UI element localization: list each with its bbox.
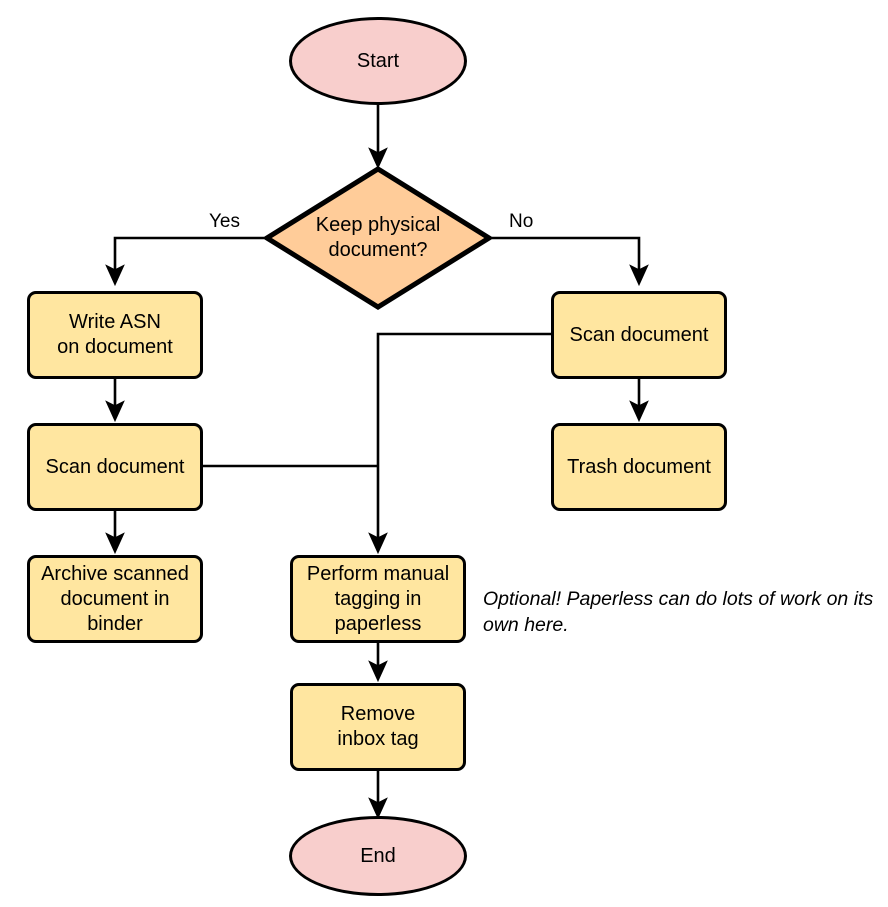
- node-remove-inbox-tag[interactable]: Remove inbox tag: [290, 683, 466, 771]
- node-perform-manual-tagging-label: Perform manual tagging in paperless: [306, 562, 450, 635]
- node-scan-document-left-label: Scan document: [45, 455, 185, 478]
- node-scan-document-right-label: Scan document: [569, 323, 709, 346]
- edge-label-yes: Yes: [209, 211, 240, 232]
- node-keep-physical-document[interactable]: Keep physical document?: [264, 166, 492, 310]
- node-remove-inbox-tag-label: Remove inbox tag: [337, 703, 419, 750]
- node-write-asn-label: Write ASN on document: [57, 311, 173, 358]
- node-archive-scanned-document[interactable]: Archive scanned document in binder: [27, 555, 203, 643]
- edge-scan-right-to-manual-tagging: [368, 332, 551, 555]
- node-end-label: End: [360, 844, 396, 867]
- node-scan-document-right[interactable]: Scan document: [551, 291, 727, 379]
- node-trash-document[interactable]: Trash document: [551, 423, 727, 511]
- annotation-optional-note: Optional! Paperless can do lots of work …: [483, 588, 874, 636]
- node-write-asn[interactable]: Write ASN on document: [27, 291, 203, 379]
- diamond-shape: [264, 166, 492, 310]
- node-perform-manual-tagging[interactable]: Perform manual tagging in paperless: [290, 555, 466, 643]
- node-archive-scanned-document-label: Archive scanned document in binder: [41, 562, 189, 635]
- node-keep-physical-document-label: Keep physical document?: [315, 214, 441, 261]
- edge-no-to-scan-right: [492, 236, 649, 287]
- edge-label-no: No: [509, 211, 534, 232]
- node-start[interactable]: Start: [289, 17, 467, 105]
- node-end[interactable]: End: [289, 816, 467, 896]
- node-trash-document-label: Trash document: [567, 455, 711, 478]
- node-start-label: Start: [356, 49, 400, 72]
- node-scan-document-left[interactable]: Scan document: [27, 423, 203, 511]
- edge-yes-to-write-asn: [105, 236, 264, 287]
